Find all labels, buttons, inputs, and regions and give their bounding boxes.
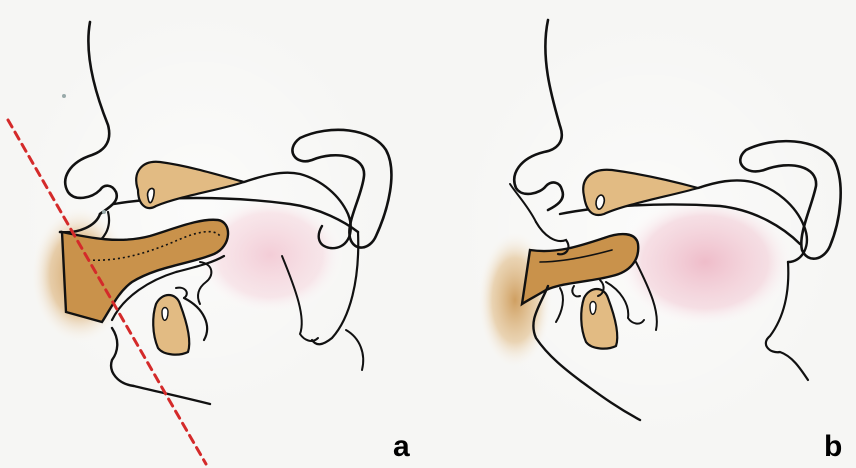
panel-label-b: b bbox=[824, 432, 842, 462]
pharynx-glow-b bbox=[615, 196, 795, 328]
panel-label-a: a bbox=[393, 432, 410, 462]
